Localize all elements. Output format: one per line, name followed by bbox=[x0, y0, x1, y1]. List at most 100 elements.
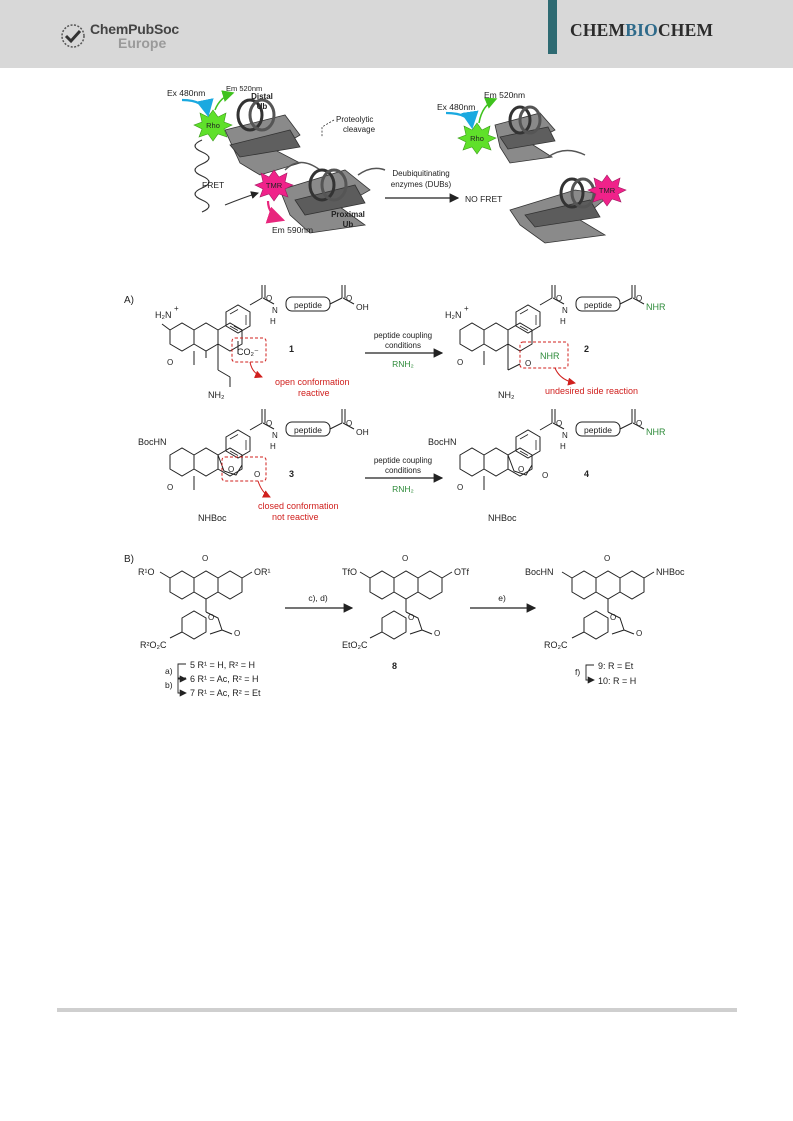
c9-lactone-o: O bbox=[610, 613, 616, 622]
scheme-b-label: B) bbox=[124, 554, 134, 565]
c3-lactone-o: O bbox=[228, 465, 234, 474]
c5-lactone-o: O bbox=[208, 613, 214, 622]
c8-lactone-o: O bbox=[408, 613, 414, 622]
c2-h: H bbox=[560, 317, 566, 326]
compound-2-number: 2 bbox=[584, 344, 589, 354]
journal-accent-bar bbox=[548, 0, 557, 54]
c3-o2: O bbox=[346, 419, 352, 428]
dub-label-2: enzymes (DUBs) bbox=[391, 180, 452, 189]
publisher-logo: ChemPubSoc Europe bbox=[60, 22, 179, 50]
c3-nhboc: NHBoc bbox=[198, 513, 227, 523]
compound-5-label: 5 R¹ = H, R² = H bbox=[190, 660, 255, 670]
c1-oh: OH bbox=[356, 302, 369, 312]
c2-ring-o: O bbox=[457, 358, 463, 367]
c4-n: N bbox=[562, 431, 568, 440]
scheme-a: A) H₂N + CO₂⁻ O N H peptide O OH O NH₂ 1… bbox=[124, 285, 666, 523]
c3-oh: OH bbox=[356, 427, 369, 437]
c8-tfo: TfO bbox=[342, 567, 357, 577]
c4-lactone-o2: O bbox=[542, 471, 548, 480]
em-label-left-bottom: Em 590nm bbox=[272, 225, 313, 235]
rho-label-right: Rho bbox=[470, 134, 484, 143]
fret-scheme: Rho TMR Ex 480nm Em 520nm Distal Ub FRET… bbox=[167, 84, 627, 244]
compound-8-label: 8 bbox=[392, 661, 397, 671]
c1-nh2: NH₂ bbox=[208, 390, 225, 400]
no-fret-label: NO FRET bbox=[465, 194, 502, 204]
rnh2-label-2: RNH₂ bbox=[392, 484, 414, 494]
tmr-fluorophore-burst: TMR bbox=[254, 169, 294, 202]
c4-o2: O bbox=[636, 419, 642, 428]
step-b-label: b) bbox=[165, 680, 173, 690]
c4-peptide: peptide bbox=[584, 425, 612, 435]
step-a-label: a) bbox=[165, 666, 173, 676]
fret-label: FRET bbox=[202, 180, 224, 190]
c4-bochn: BocHN bbox=[428, 437, 457, 447]
cond-label-1b: conditions bbox=[385, 341, 421, 350]
tmr-burst-right: TMR bbox=[587, 174, 627, 207]
distal-ub-protein bbox=[224, 98, 302, 176]
c1-o2: O bbox=[346, 294, 352, 303]
scheme-a-label: A) bbox=[124, 295, 134, 306]
publisher-region: Europe bbox=[118, 35, 167, 51]
c1-h: H bbox=[270, 317, 276, 326]
compound-10-label: 10: R = H bbox=[598, 676, 636, 686]
c3-bochn: BocHN bbox=[138, 437, 167, 447]
undesired-side-reaction-label: undesired side reaction bbox=[545, 386, 638, 396]
closed-conformation-box bbox=[221, 456, 267, 482]
c1-plus: + bbox=[174, 304, 179, 313]
compound-3-number: 3 bbox=[289, 469, 294, 479]
chempubsoc-badge-icon bbox=[61, 24, 85, 48]
c1-o: O bbox=[266, 294, 272, 303]
c1-ring-o: O bbox=[167, 358, 173, 367]
c2-nh2: NH₂ bbox=[498, 390, 515, 400]
cleaved-proximal-ub bbox=[509, 177, 611, 244]
proximal-label: Proximal bbox=[331, 210, 365, 219]
rho-fluorophore-burst: Rho bbox=[193, 109, 233, 142]
publisher-name: ChemPubSoc bbox=[90, 21, 180, 37]
c9-ring-o: O bbox=[604, 554, 610, 563]
c2-o2: O bbox=[636, 294, 642, 303]
cleaved-distal-ub bbox=[494, 105, 556, 164]
em-label-right: Em 520nm bbox=[484, 90, 525, 100]
c3-o: O bbox=[266, 419, 272, 428]
open-reactive-label: reactive bbox=[298, 388, 330, 398]
compound-4-number: 4 bbox=[584, 469, 589, 479]
compound-6-label: 6 R¹ = Ac, R² = H bbox=[190, 674, 259, 684]
c4-nhboc: NHBoc bbox=[488, 513, 517, 523]
footer-rule bbox=[57, 1008, 737, 1012]
c5-r2o2c: R²O₂C bbox=[140, 640, 167, 650]
c1-h2n: H₂N bbox=[155, 310, 172, 320]
c2-nhr: NHR bbox=[646, 302, 666, 312]
distal-ub-label: Ub bbox=[257, 102, 268, 111]
proximal-ub-label: Ub bbox=[343, 220, 354, 229]
cleavage-label-2: cleavage bbox=[343, 125, 376, 134]
rho-burst-right: Rho bbox=[457, 122, 497, 155]
rnh2-label-1: RNH₂ bbox=[392, 359, 414, 369]
open-conformation-box bbox=[231, 337, 267, 363]
c4-nhr: NHR bbox=[646, 427, 666, 437]
compound-2-structure bbox=[459, 285, 645, 371]
tmr-label-right: TMR bbox=[599, 186, 616, 195]
c2-plus: + bbox=[464, 304, 469, 313]
step-f-label: f) bbox=[575, 667, 580, 677]
side-reaction-box bbox=[519, 341, 569, 369]
c5-or1: OR¹ bbox=[254, 567, 271, 577]
c8-lactone-o2: O bbox=[434, 629, 440, 638]
distal-label: Distal bbox=[251, 92, 273, 101]
compound-1-structure bbox=[161, 285, 355, 387]
c9-lactone-o2: O bbox=[636, 629, 642, 638]
cleavage-label-1: Proteolytic bbox=[336, 115, 373, 124]
step-cd-label: c), d) bbox=[308, 593, 328, 603]
compound-1-number: 1 bbox=[289, 344, 294, 354]
c1-n: N bbox=[272, 306, 278, 315]
c2-peptide: peptide bbox=[584, 300, 612, 310]
c1-co2: CO₂⁻ bbox=[237, 347, 259, 357]
scheme-b: B) R¹O OR¹ O O O R²O₂C 5 R¹ = H, R² = H … bbox=[124, 554, 685, 698]
c5-r1o: R¹O bbox=[138, 567, 155, 577]
closed-not-reactive-label: not reactive bbox=[272, 512, 319, 522]
compound-7-label: 7 R¹ = Ac, R² = Et bbox=[190, 688, 261, 698]
compound-9-label: 9: R = Et bbox=[598, 661, 634, 671]
compound-4-structure bbox=[459, 409, 645, 490]
c9-nhboc: NHBoc bbox=[656, 567, 685, 577]
dub-label-1: Deubiquitinating bbox=[392, 169, 449, 178]
c3-peptide: peptide bbox=[294, 425, 322, 435]
